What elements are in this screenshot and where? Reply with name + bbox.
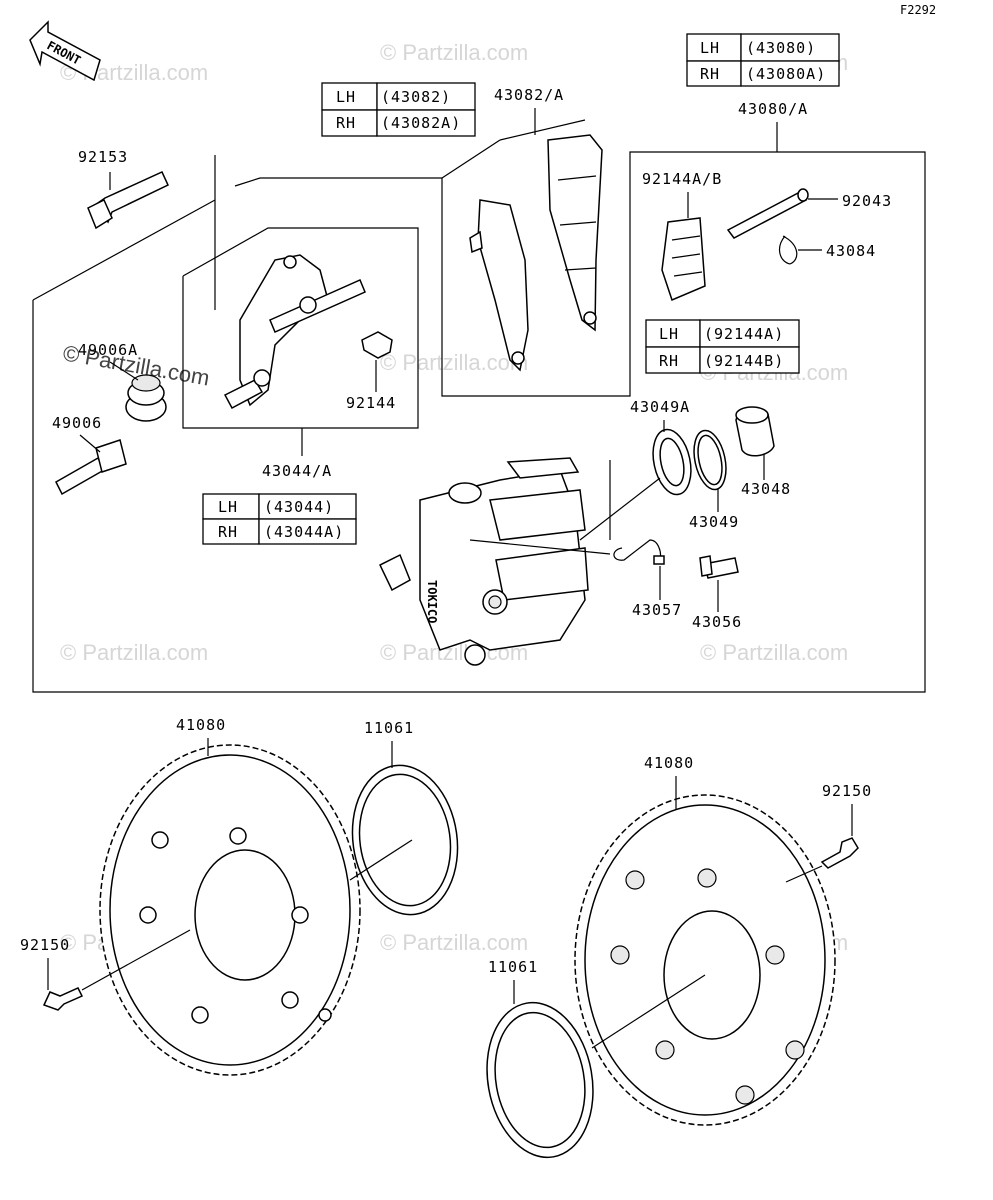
table-43082-rh-part: (43082A) bbox=[381, 114, 461, 132]
label-43056: 43056 bbox=[692, 613, 742, 631]
label-43080A: 43080/A bbox=[738, 100, 808, 118]
table-43080-rh-part: (43080A) bbox=[746, 65, 826, 83]
table-43080-lh: LH bbox=[700, 39, 720, 57]
pad-spring-92144AB bbox=[661, 217, 706, 302]
brake-disc-left-41080 bbox=[99, 744, 361, 1076]
label-49006: 49006 bbox=[52, 414, 102, 432]
label-11061-top: 11061 bbox=[364, 719, 414, 737]
seal-43049A bbox=[652, 428, 692, 496]
pin-49006 bbox=[55, 439, 127, 496]
label-92043: 92043 bbox=[842, 192, 892, 210]
table-92144-lh: LH bbox=[659, 325, 679, 343]
table-43082-rh: RH bbox=[336, 114, 356, 132]
table-43080-rh: RH bbox=[700, 65, 720, 83]
watermark: © Partzilla.com bbox=[380, 350, 528, 375]
label-92144: 92144 bbox=[346, 394, 396, 412]
bleeder-cap-43057 bbox=[613, 539, 665, 565]
label-43084: 43084 bbox=[826, 242, 876, 260]
watermark: © Partzilla.com bbox=[700, 640, 848, 665]
table-43082-lh-part: (43082) bbox=[381, 88, 451, 106]
bracket-box bbox=[182, 227, 419, 429]
table-92144-rh-part: (92144B) bbox=[704, 352, 784, 370]
table-43082: LH (43082) RH (43082A) bbox=[321, 82, 476, 137]
figure-code: F2292 bbox=[900, 3, 936, 17]
label-43049: 43049 bbox=[689, 513, 739, 531]
label-11061-bottom: 11061 bbox=[488, 958, 538, 976]
label-43057: 43057 bbox=[632, 601, 682, 619]
clip-92144 bbox=[361, 331, 393, 359]
table-43082-lh: LH bbox=[336, 88, 356, 106]
label-41080-left: 41080 bbox=[176, 716, 226, 734]
label-92144AB: 92144A/B bbox=[642, 170, 722, 188]
piston-43048 bbox=[735, 406, 775, 457]
label-43082A: 43082/A bbox=[494, 86, 564, 104]
label-92150-left: 92150 bbox=[20, 936, 70, 954]
shim-11061-bottom bbox=[486, 1001, 594, 1159]
label-92150-right: 92150 bbox=[822, 782, 872, 800]
label-43048: 43048 bbox=[741, 480, 791, 498]
table-43044-lh-part: (43044) bbox=[264, 498, 334, 516]
clip-43084 bbox=[778, 235, 798, 265]
label-49006A: 49006A bbox=[78, 341, 138, 359]
table-92144-lh-part: (92144A) bbox=[704, 325, 784, 343]
bolt-92150-right bbox=[820, 837, 859, 869]
brake-pads-43082 bbox=[469, 134, 603, 372]
label-43049A: 43049A bbox=[630, 398, 690, 416]
caliper-brand-text: TOKICO bbox=[425, 580, 439, 623]
table-43080-lh-part: (43080) bbox=[746, 39, 816, 57]
watermark: © Partzilla.com bbox=[380, 40, 528, 65]
brake-disc-right-41080 bbox=[574, 794, 836, 1126]
table-43080: LH (43080) RH (43080A) bbox=[686, 33, 840, 87]
table-43044-rh: RH bbox=[218, 523, 238, 541]
bolt-92150-left bbox=[42, 987, 84, 1011]
caliper-body: TOKICO bbox=[379, 457, 589, 666]
watermark: © Partzilla.com bbox=[60, 640, 208, 665]
shim-11061-top bbox=[351, 764, 459, 916]
assembly-outline bbox=[32, 151, 926, 693]
label-92153: 92153 bbox=[78, 148, 128, 166]
label-41080-right: 41080 bbox=[644, 754, 694, 772]
table-92144-rh: RH bbox=[659, 352, 679, 370]
bolt-92153 bbox=[87, 171, 169, 230]
watermark: © Partzilla.com bbox=[380, 930, 528, 955]
table-43044: LH (43044) RH (43044A) bbox=[202, 493, 357, 545]
bleeder-valve-43056 bbox=[699, 555, 739, 579]
boot-49006A bbox=[125, 374, 167, 422]
label-43044A: 43044/A bbox=[262, 462, 332, 480]
seal-43049 bbox=[693, 429, 727, 491]
table-92144: LH (92144A) RH (92144B) bbox=[645, 319, 800, 374]
table-43044-lh: LH bbox=[218, 498, 238, 516]
table-43044-rh-part: (43044A) bbox=[264, 523, 344, 541]
pad-pin-92043 bbox=[726, 188, 809, 239]
caliper-bracket-43044 bbox=[223, 254, 366, 410]
